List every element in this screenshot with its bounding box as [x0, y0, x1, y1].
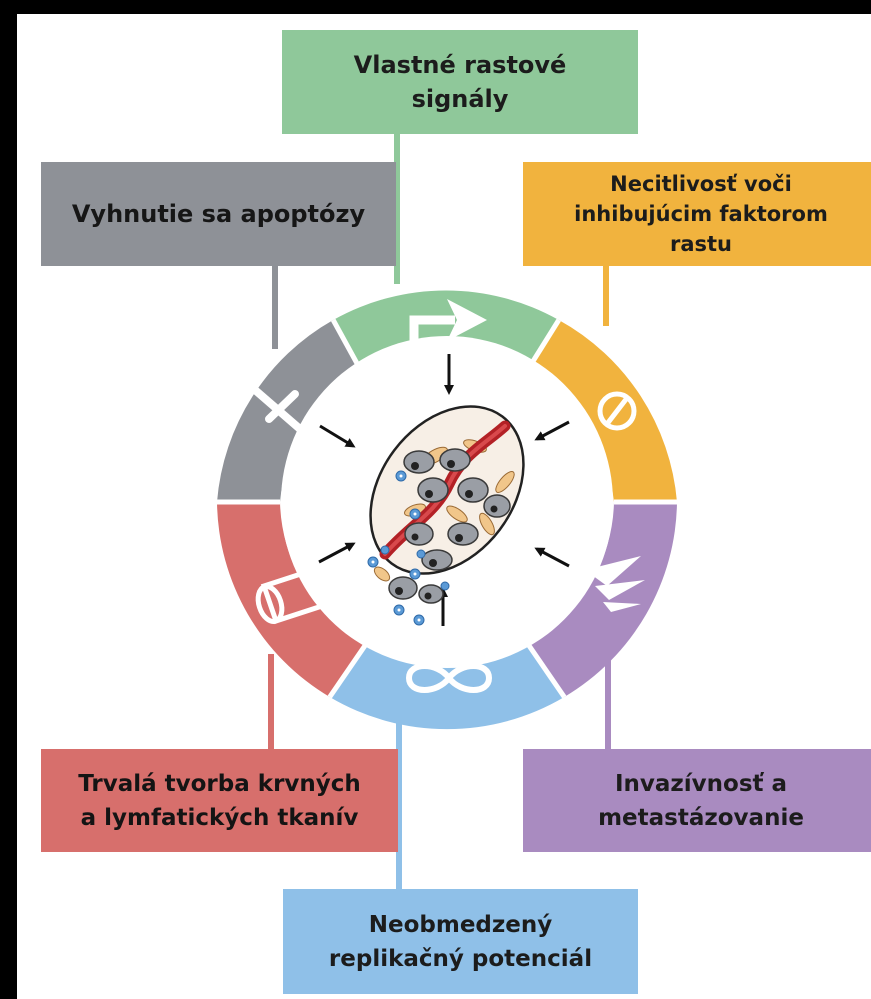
label-insensitivity-line-1: Necitlivosť voči — [610, 172, 792, 196]
label-growth-line-2: signály — [411, 85, 509, 113]
label-box-replication: Neobmedzený replikačný potenciál — [283, 889, 638, 994]
segment-angiogenesis — [217, 502, 366, 697]
label-invasion-line-2: metastázovanie — [598, 804, 804, 831]
segment-invasion — [528, 502, 677, 697]
label-growth-line-1: Vlastné rastové — [353, 51, 567, 79]
bent-arrow-head — [447, 299, 487, 341]
blood-vessel-icon — [255, 567, 338, 625]
diagram-canvas: Vlastné rastové signály Vyhnutie sa apop… — [17, 14, 871, 999]
infinity-icon — [405, 663, 493, 693]
label-box-angiogenesis: Trvalá tvorba krvných a lymfatických tka… — [41, 749, 398, 852]
label-box-invasion: Invazívnosť a metastázovanie — [523, 749, 871, 852]
label-box-apoptosis: Vyhnutie sa apoptózy — [41, 162, 396, 266]
label-insensitivity-line-2: inhibujúcim faktorom — [574, 202, 828, 226]
bent-arrow-icon — [409, 315, 455, 364]
label-apoptosis: Vyhnutie sa apoptózy — [71, 200, 366, 228]
label-replication-line-2: replikačný potenciál — [328, 945, 593, 972]
label-replication-line-1: Neobmedzený — [368, 911, 553, 938]
label-angiogenesis-line-1: Trvalá tvorba krvných — [78, 770, 361, 797]
label-box-insensitivity: Necitlivosť voči inhibujúcim faktorom ra… — [523, 162, 871, 266]
no-entry-icon — [597, 391, 637, 431]
tumor-cells-illustration — [367, 405, 525, 626]
hallmarks-wheel — [217, 134, 677, 889]
label-insensitivity-line-3: rastu — [669, 232, 732, 256]
invasion-spikes-icon — [585, 556, 645, 612]
cross-icon — [251, 386, 304, 433]
segment-apoptosis — [217, 320, 362, 502]
label-box-growth-signals: Vlastné rastové signály — [282, 30, 638, 134]
label-angiogenesis-line-2: a lymfatických tkanív — [80, 804, 359, 831]
label-invasion-line-1: Invazívnosť a — [614, 770, 788, 797]
segment-replication — [329, 644, 565, 730]
